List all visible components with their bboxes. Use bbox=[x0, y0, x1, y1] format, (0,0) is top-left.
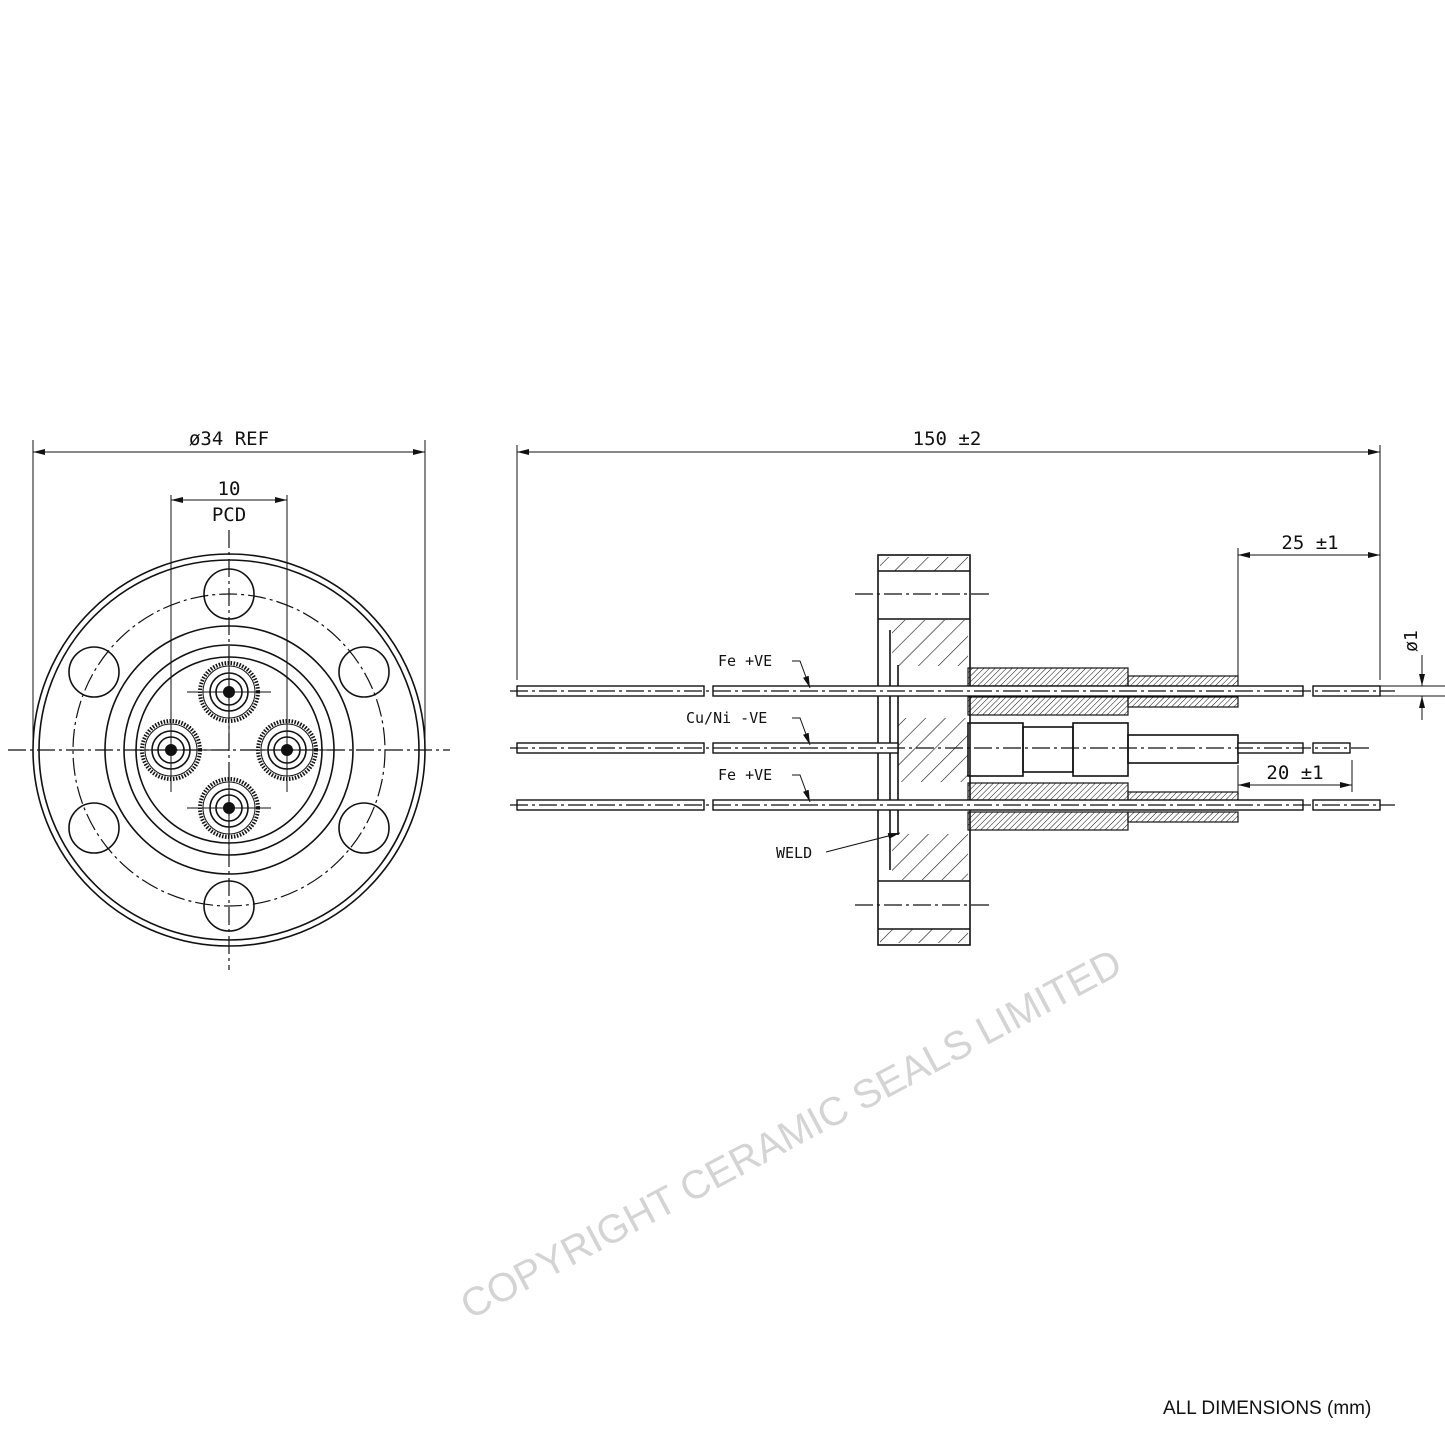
footnote: ALL DIMENSIONS (mm) bbox=[1163, 1398, 1372, 1419]
wire-label-bottom: Fe +VE bbox=[718, 766, 772, 784]
wire-label-top: Fe +VE bbox=[718, 652, 772, 670]
end-view: ø34 REF 10 PCD bbox=[8, 428, 450, 970]
wire-diameter-label: ø1 bbox=[1401, 630, 1422, 652]
weld-label: WELD bbox=[776, 844, 812, 862]
diameter-label: ø34 REF bbox=[189, 428, 269, 450]
length-label: 150 ±2 bbox=[913, 428, 982, 450]
center-tip-label: 20 ±1 bbox=[1266, 762, 1323, 784]
watermark: COPYRIGHT CERAMIC SEALS LIMITED bbox=[454, 941, 1129, 1328]
pcd-label: PCD bbox=[212, 504, 246, 526]
side-view: 150 ±2 25 ±1 20 ±1 ø1 Fe +VE Cu/Ni -VE F… bbox=[510, 428, 1445, 946]
wire-label-middle: Cu/Ni -VE bbox=[686, 709, 767, 727]
tip-length-label: 25 ±1 bbox=[1281, 532, 1338, 554]
pcd-value: 10 bbox=[218, 478, 241, 500]
flange bbox=[855, 554, 990, 946]
wires bbox=[510, 685, 1395, 811]
